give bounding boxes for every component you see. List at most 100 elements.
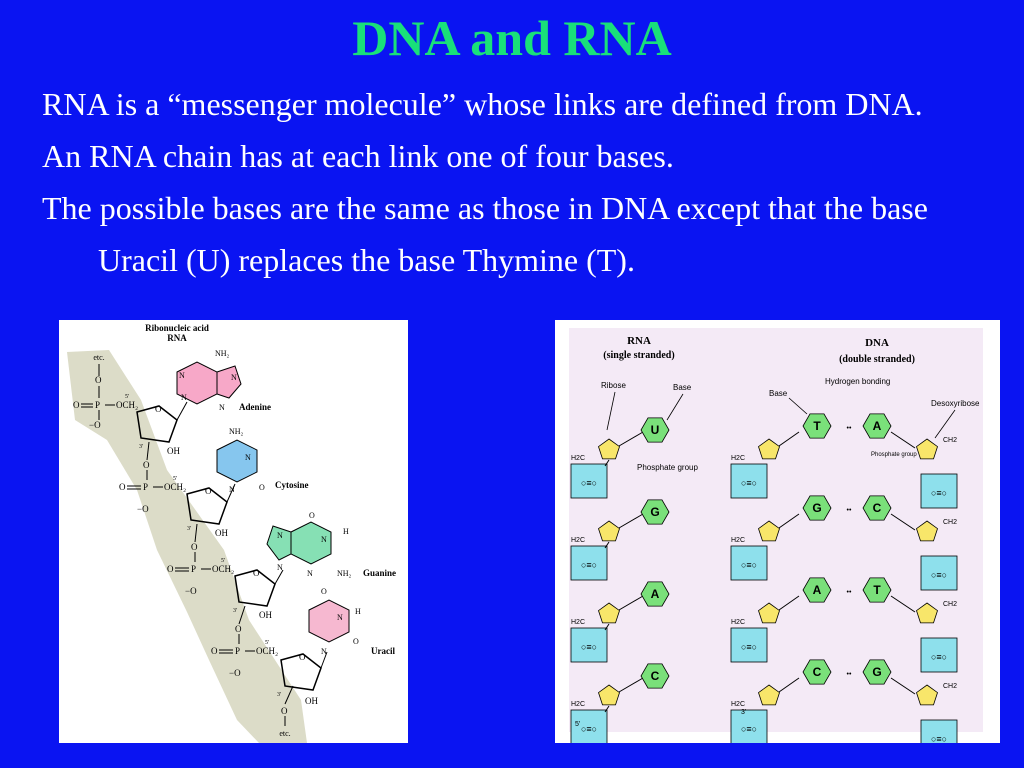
svg-text:O: O <box>155 404 162 414</box>
dna-h2c-2: H2C <box>731 619 745 626</box>
svg-text:3': 3' <box>187 526 191 532</box>
dna-base-right-letter-2: T <box>873 583 881 597</box>
rna-phosphate-0 <box>570 463 608 499</box>
svg-text:N: N <box>229 485 235 494</box>
svg-text:O: O <box>309 511 315 520</box>
slide-title: DNA and RNA <box>352 10 672 66</box>
svg-text:O: O <box>353 637 359 646</box>
uracil-ring <box>308 599 350 643</box>
dna-right-sugar-1 <box>916 520 938 542</box>
rna-structure-svg: Ribonucleic acid RNA etc. O O P OCH₂ 5' … <box>67 323 396 743</box>
dna-base-right-letter-0: A <box>873 419 882 433</box>
svg-text:O: O <box>235 624 242 634</box>
etc-bottom: etc. <box>279 729 290 738</box>
dna-left-phosphate-3 <box>730 709 768 743</box>
dna-base-right-letter-1: C <box>873 501 882 515</box>
dna-subtitle: (double stranded) <box>839 354 915 365</box>
svg-text:OH: OH <box>215 528 228 538</box>
svg-text:O: O <box>281 706 288 716</box>
dna-h2c-3: H2C <box>731 701 745 708</box>
rna-h2c-3: H2C <box>571 701 585 708</box>
svg-text:−O: −O <box>137 504 149 514</box>
dna-hbond-1: •• <box>847 507 852 514</box>
dna-right-sugar-0 <box>916 438 938 460</box>
svg-text:−O: −O <box>229 668 241 678</box>
svg-text:N: N <box>277 563 283 572</box>
dna-base-left-letter-2: A <box>813 583 822 597</box>
rna-sugar-3 <box>598 684 620 706</box>
rna-sugar-2 <box>598 602 620 624</box>
svg-text:OCH₂: OCH₂ <box>164 482 186 492</box>
dna-left-phosphate-2-mark: ○≡○ <box>741 642 757 652</box>
rna-phosphate-1-mark: ○≡○ <box>581 560 597 570</box>
left-figure-title-2: RNA <box>167 333 187 343</box>
svg-text:OCH₂: OCH₂ <box>212 564 234 574</box>
base-label-adenine: Adenine <box>239 402 271 412</box>
svg-text:−O: −O <box>185 586 197 596</box>
svg-text:O: O <box>299 652 306 662</box>
label-five-prime: 5' <box>575 721 580 728</box>
svg-text:O: O <box>211 646 218 656</box>
rna-base-2 <box>640 581 670 607</box>
svg-text:5': 5' <box>173 476 177 482</box>
rna-dna-svg: RNA (single stranded) DNA (double strand… <box>569 328 983 743</box>
dna-base-left-2 <box>802 577 832 603</box>
rna-phosphate-3-mark: ○≡○ <box>581 724 597 734</box>
svg-text:OCH₂: OCH₂ <box>256 646 278 656</box>
svg-text:O: O <box>95 375 102 385</box>
rna-phosphate-2 <box>570 627 608 663</box>
dna-ch2-3: CH2 <box>943 683 957 690</box>
dna-left-phosphate-1-mark: ○≡○ <box>741 560 757 570</box>
label-base: Base <box>673 383 692 392</box>
label-base-dna: Base <box>769 389 788 398</box>
svg-text:3': 3' <box>139 444 143 450</box>
dna-ch2-1: CH2 <box>943 519 957 526</box>
dna-left-sugar-1 <box>758 520 780 542</box>
svg-text:N: N <box>337 613 343 622</box>
dna-right-phosphate-3 <box>920 719 958 743</box>
rna-dna-comparison-figure: RNA (single stranded) DNA (double strand… <box>555 320 1000 743</box>
dna-right-strand: ○≡○CH2○≡○CH2○≡○CH2○≡○CH2 <box>890 431 958 743</box>
svg-text:5': 5' <box>125 394 129 400</box>
svg-text:OH: OH <box>305 696 318 706</box>
dna-right-sugar-2 <box>916 602 938 624</box>
dna-left-phosphate-3-mark: ○≡○ <box>741 724 757 734</box>
dna-left-sugar-2 <box>758 602 780 624</box>
svg-text:O: O <box>253 568 260 578</box>
dna-hbond-0: •• <box>847 425 852 432</box>
dna-base-pairs: T••AG••CA••TC••G <box>802 413 892 685</box>
dna-right-phosphate-2-mark: ○≡○ <box>931 652 947 662</box>
dna-base-right-0 <box>862 413 892 439</box>
rna-base-0 <box>640 417 670 443</box>
dna-left-phosphate-0-mark: ○≡○ <box>741 478 757 488</box>
rna-phosphate-0-mark: ○≡○ <box>581 478 597 488</box>
svg-text:O: O <box>167 564 174 574</box>
svg-text:P: P <box>235 646 240 656</box>
dna-left-phosphate-1 <box>730 545 768 581</box>
etc-top: etc. <box>93 353 104 362</box>
base-label-cytosine: Cytosine <box>275 480 309 490</box>
rna-base-letter-1: G <box>650 505 659 519</box>
svg-text:N: N <box>179 371 185 380</box>
svg-text:N: N <box>181 393 187 402</box>
svg-text:H: H <box>355 607 361 616</box>
dna-left-phosphate-0 <box>730 463 768 499</box>
rna-phosphate-2-mark: ○≡○ <box>581 642 597 652</box>
svg-text:3': 3' <box>277 692 281 698</box>
svg-text:N: N <box>307 569 313 578</box>
svg-text:O: O <box>143 460 150 470</box>
svg-text:O: O <box>119 482 126 492</box>
dna-left-phosphate-2 <box>730 627 768 663</box>
svg-text:O: O <box>191 542 198 552</box>
svg-text:N: N <box>321 647 327 656</box>
base-label-guanine: Guanine <box>363 568 396 578</box>
rna-phosphate-3 <box>570 709 608 743</box>
rna-sugar-0 <box>598 438 620 460</box>
svg-text:N: N <box>219 403 225 412</box>
dna-h2c-0: H2C <box>731 455 745 462</box>
dna-base-right-1 <box>862 495 892 521</box>
backbone-band <box>67 350 307 743</box>
dna-left-sugar-3 <box>758 684 780 706</box>
dna-hbond-3: •• <box>847 671 852 678</box>
dna-right-phosphate-0 <box>920 473 958 509</box>
